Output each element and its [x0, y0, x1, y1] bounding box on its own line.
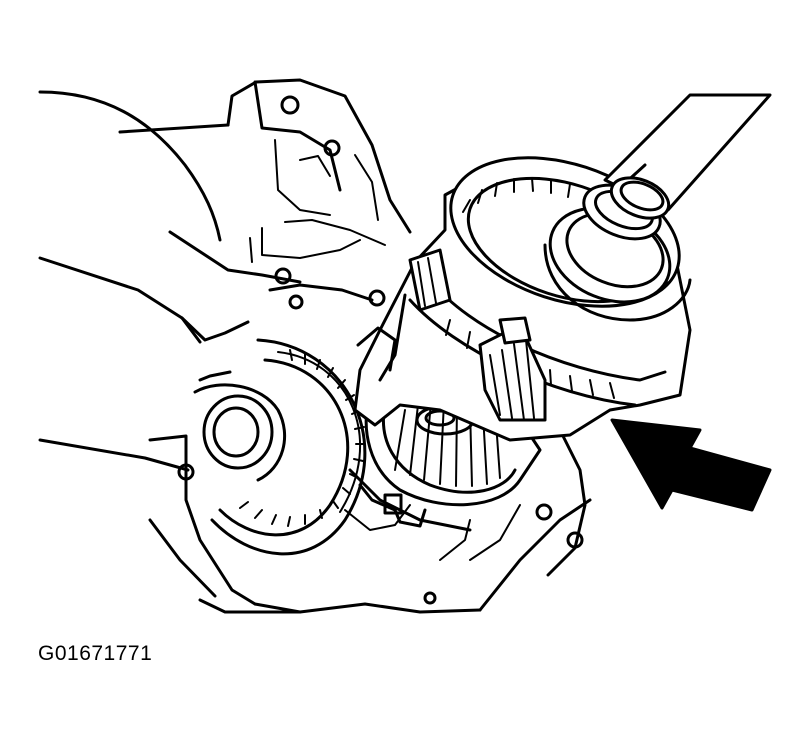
figure-code: G01671771	[38, 642, 153, 665]
arrow-icon	[610, 418, 772, 512]
bolt-holes	[177, 95, 584, 605]
ring-gear	[193, 338, 367, 556]
transaxle-housing	[38, 78, 592, 614]
special-tool-shaft	[603, 93, 772, 220]
